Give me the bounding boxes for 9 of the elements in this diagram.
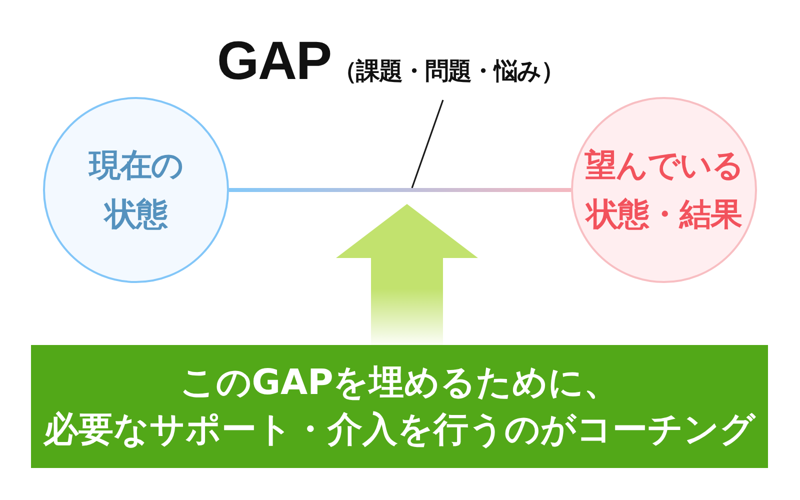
block-arrow bbox=[336, 204, 478, 345]
banner-box bbox=[31, 345, 768, 468]
circle-label: 現在の状態 bbox=[87, 145, 184, 235]
leader-line bbox=[411, 100, 444, 188]
connector-line bbox=[229, 188, 571, 192]
circle-label: 望んでいる状態・結果 bbox=[584, 145, 744, 235]
gap-subtitle: （課題・問題・悩み） bbox=[333, 57, 564, 85]
banner-text: このGAPを埋めるために、必要なサポート・介入を行うのがコーチング bbox=[44, 362, 756, 452]
gap-heading: GAP bbox=[217, 31, 332, 91]
